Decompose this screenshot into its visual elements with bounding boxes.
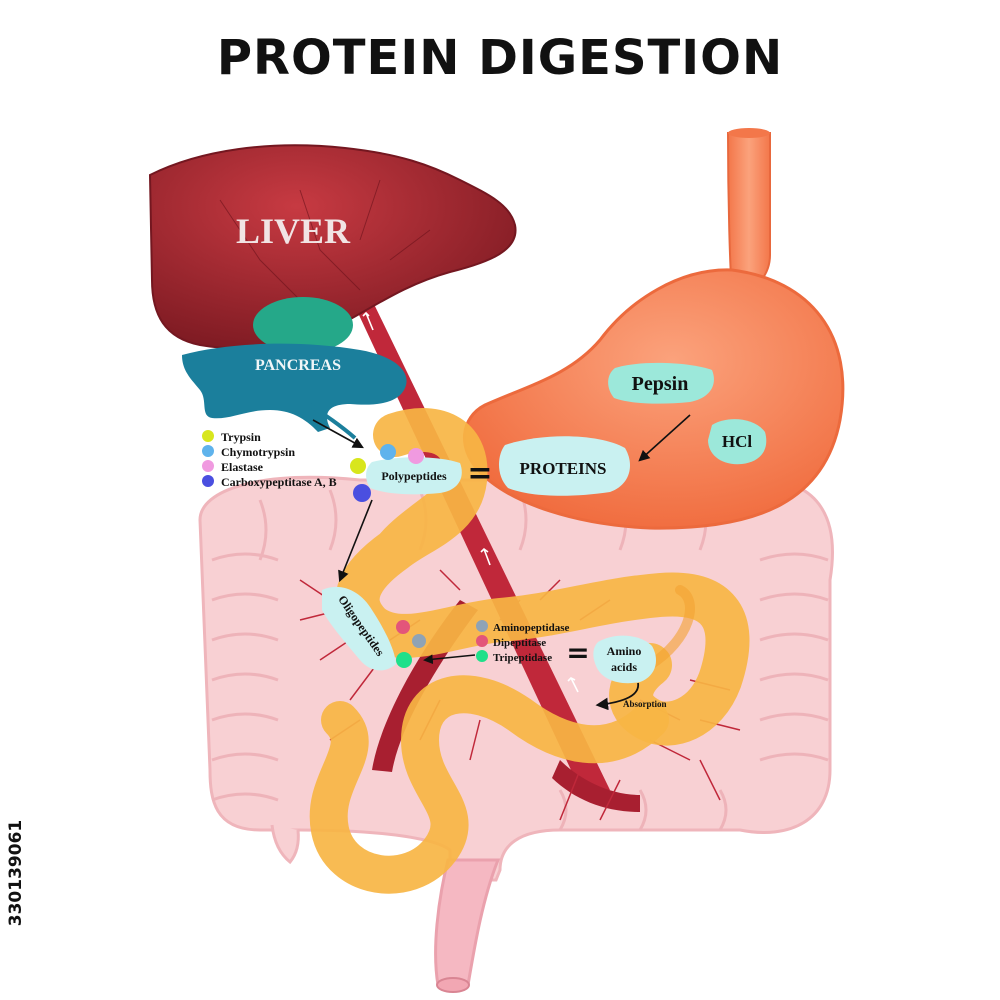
rectum [434,858,501,993]
legend-dipeptidase-dot [476,635,488,647]
pancreatic-enzyme-legend: Trypsin Chymotrypsin Elastase Carboxypep… [202,430,337,489]
legend-elastase-label: Elastase [221,460,264,474]
equals-sign-proteins: = [467,456,492,491]
legend-tripeptidase-dot [476,650,488,662]
esophagus [726,132,771,293]
hcl-bubble [708,419,767,465]
pancreas-label: PANCREAS [255,357,341,374]
legend-dipeptidase-label: Dipeptitase [493,637,546,649]
tripeptidase-dot [396,652,412,668]
pancreas-arrow [312,419,364,449]
legend-aminopeptidase-dot [476,620,488,632]
pepsin-label: Pepsin [632,373,689,395]
pepsin-bubble [608,362,714,404]
proteins-bubble [498,436,630,496]
carboxypeptidase-dot [353,484,371,502]
gallbladder [253,297,353,353]
intestinal-enzyme-legend: Aminopeptidase Dipeptitase Tripeptidase [476,620,570,664]
hcl-label: HCl [722,432,753,451]
polypeptides-bubble [366,457,462,495]
amino-acids-bubble [593,635,656,684]
trypsin-dot [350,458,366,474]
page-title: PROTEIN DIGESTION [216,30,784,86]
liver [148,144,517,350]
polypeptides-arrow [338,499,373,583]
amino-acids-label-line2: acids [611,660,637,674]
legend-chymotrypsin-dot [202,445,214,457]
legend-aminopeptidase-label: Aminopeptidase [493,622,570,634]
proteins-label: PROTEINS [520,459,607,478]
legend-tripeptidase-label: Tripeptidase [493,652,552,664]
aminopeptidase-dot [412,634,426,648]
elastase-dot [408,448,424,464]
amino-acids-label-line1: Amino [607,644,642,658]
stock-id: 330139061 [2,768,30,978]
enzymes-arrow [423,654,476,665]
oligopeptides-bubble [322,586,396,671]
pancreas [182,343,407,432]
stock-id-number: 330139061 [6,819,26,927]
blood-flow-arrows [362,311,579,693]
small-intestine [309,408,750,894]
legend-trypsin-dot [202,430,214,442]
absorption-label: Absorption [623,699,667,709]
legend-trypsin-label: Trypsin [221,430,261,444]
liver-label: LIVER [236,211,351,251]
legend-elastase-dot [202,460,214,472]
pepsin-arrow [638,414,691,462]
chymotrypsin-dot [380,444,396,460]
polypeptides-label: Polypeptides [381,469,447,483]
absorption-arrow [595,682,639,711]
legend-carboxypeptidase-dot [202,475,214,487]
equals-sign-amino: = [566,636,589,669]
dipeptidase-dot [396,620,410,634]
legend-chymotrypsin-label: Chymotrypsin [221,445,295,459]
legend-carboxypeptidase-label: Carboxypeptitase A, B [221,475,337,489]
